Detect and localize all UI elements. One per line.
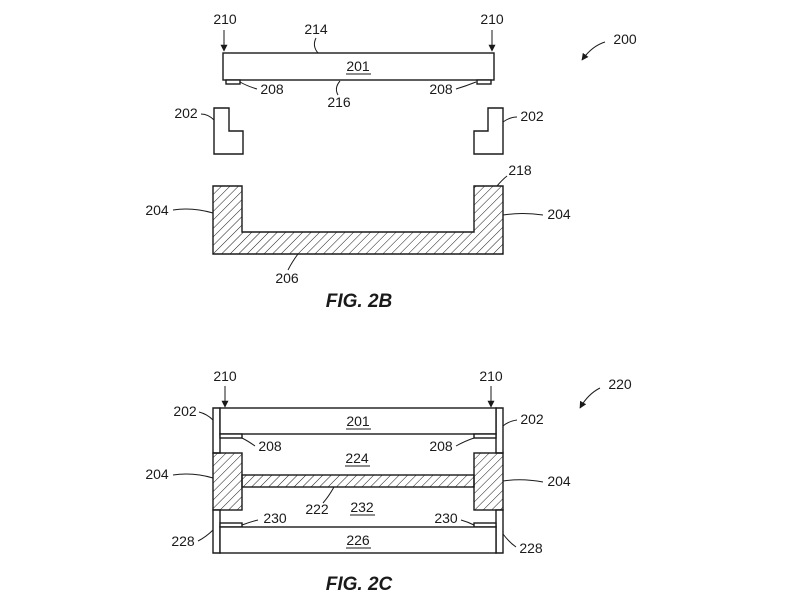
ref-202-left: 202: [174, 105, 198, 121]
pad-208-left: [219, 433, 243, 439]
ref-210-left: 210: [213, 11, 237, 27]
leader-218: [496, 175, 508, 187]
ref-204-left: 204: [145, 466, 169, 482]
ref-206: 206: [275, 270, 299, 286]
ref-210-right: 210: [480, 11, 504, 27]
ref-216: 216: [327, 94, 351, 110]
clip-228-right: [495, 509, 504, 554]
ref-208-left: 208: [258, 438, 282, 454]
ref-226: 226: [346, 532, 370, 548]
ref-210-right: 210: [479, 368, 503, 384]
fig-2b-caption: FIG. 2B: [326, 291, 393, 312]
frame-204-206: [212, 185, 504, 255]
leader-222: [322, 486, 335, 504]
leader-204-right: [502, 213, 544, 216]
fig-2c: 220 210 210 201 202 202 208 208 224 204 …: [145, 368, 632, 595]
clip-202-right: [473, 107, 504, 155]
ref-218: 218: [508, 162, 532, 178]
leader-230-right: [460, 519, 475, 526]
substrate-201: [219, 407, 497, 435]
arrow-220: [579, 387, 601, 409]
ref-208-right: 208: [429, 438, 453, 454]
ref-222: 222: [305, 501, 329, 517]
leader-202-right: [502, 419, 518, 427]
leader-204-left: [172, 473, 214, 479]
substrate-201: [222, 52, 495, 81]
ref-202-right: 202: [520, 108, 544, 124]
frame-204-left: [212, 452, 243, 511]
leader-202-left: [200, 113, 215, 121]
leader-206: [287, 253, 299, 271]
ref-210-left: 210: [213, 368, 237, 384]
ref-202-right: 202: [520, 411, 544, 427]
arrow-200: [581, 41, 606, 61]
ref-214: 214: [304, 21, 328, 37]
clip-202-left: [212, 407, 221, 454]
pad-208-right: [476, 79, 492, 85]
ref-230-right: 230: [434, 510, 458, 526]
fig-2c-caption: FIG. 2C: [326, 574, 393, 595]
pad-208-right: [473, 433, 497, 439]
ref-220: 220: [608, 376, 632, 392]
ref-204-right: 204: [547, 206, 571, 222]
ref-230-left: 230: [263, 510, 287, 526]
ref-204-right: 204: [547, 473, 571, 489]
frame-204-right: [473, 452, 504, 511]
leader-230-left: [241, 519, 259, 526]
leader-202-left: [198, 411, 214, 421]
leader-214: [313, 37, 319, 54]
leader-202-right: [502, 116, 518, 123]
ref-228-left: 228: [171, 533, 195, 549]
leader-208-left: [241, 437, 256, 447]
ref-204-left: 204: [145, 202, 169, 218]
leader-204-left: [172, 208, 214, 214]
fig-2b: 201 210 210 214 208 208 216 200 202 202: [145, 11, 637, 312]
leader-228-left: [197, 529, 214, 542]
ref-208-left: 208: [260, 81, 284, 97]
clip-202-left: [213, 107, 244, 155]
leader-208-left: [239, 81, 258, 90]
ref-208-right: 208: [429, 81, 453, 97]
clip-202-right: [495, 407, 504, 454]
leader-228-right: [502, 533, 517, 548]
plate-222: [241, 474, 475, 488]
ref-202-left: 202: [173, 403, 197, 419]
substrate-226: [219, 526, 497, 554]
leader-216: [335, 80, 341, 96]
leader-208-right: [455, 81, 477, 90]
ref-228-right: 228: [519, 540, 543, 556]
leader-204-right: [502, 479, 544, 483]
ref-201: 201: [346, 413, 370, 429]
ref-232: 232: [350, 499, 374, 515]
ref-224: 224: [345, 450, 369, 466]
clip-228-left: [212, 509, 221, 554]
ref-200: 200: [613, 31, 637, 47]
ref-201: 201: [346, 58, 370, 74]
pad-208-left: [225, 79, 241, 85]
leader-208-right: [455, 437, 475, 447]
